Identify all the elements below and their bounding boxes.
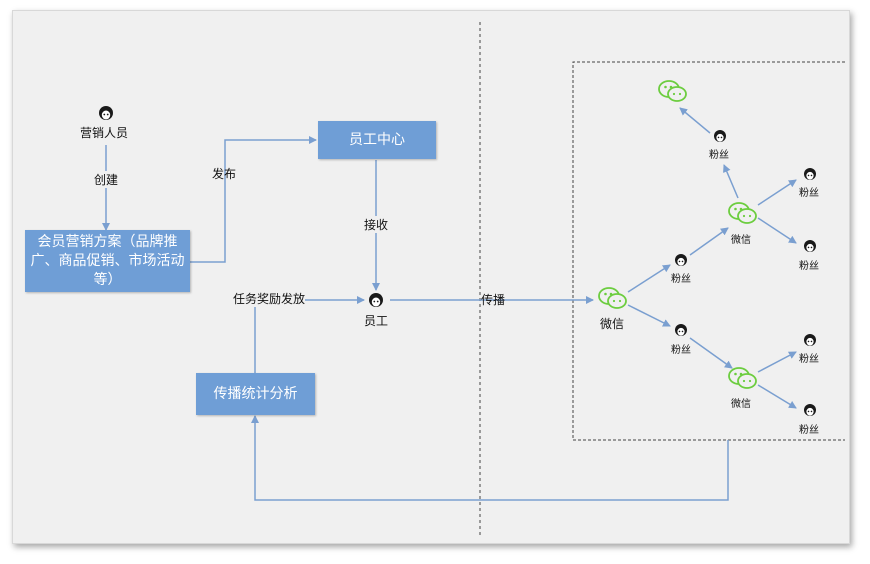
fan-g-label: 粉丝 (799, 425, 819, 436)
edge-label-publish: 发布 (212, 167, 237, 181)
staff-center-box: 员工中心 (318, 121, 436, 159)
plan-label: 会员营销方案（品牌推广、商品促销、市场活动等） (30, 233, 185, 288)
edge-wechat-fan-e (757, 217, 797, 244)
fan-c-label: 粉丝 (709, 150, 729, 161)
network-boundary (572, 61, 845, 441)
wechat-main-icon (598, 286, 628, 314)
edge-fan-b-wechat (689, 337, 733, 369)
stats-label: 传播统计分析 (213, 385, 298, 402)
fan-e-label: 粉丝 (799, 261, 819, 272)
wechat-main-label: 微信 (600, 317, 625, 331)
wechat-lower-label: 微信 (731, 399, 751, 410)
fan-b-label: 粉丝 (671, 345, 691, 356)
staff-center-label: 员工中心 (349, 131, 405, 148)
edge-wechat-fan-c (723, 164, 739, 199)
fan-a-label: 粉丝 (671, 274, 691, 285)
wechat-upper-label: 微信 (731, 235, 751, 246)
edge-label-create: 创建 (94, 171, 119, 188)
edge-fan-a-wechat (689, 227, 729, 256)
fan-d-label: 粉丝 (799, 188, 819, 199)
wechat-lower-icon (728, 366, 758, 394)
fan-f-person-icon (803, 332, 817, 351)
edge-wechat-fan-b (627, 304, 671, 327)
edge-publish (190, 136, 317, 263)
employee-label: 员工 (364, 314, 389, 328)
edge-label-spread: 传播 (481, 293, 506, 307)
fan-c-person-icon (713, 128, 727, 147)
edge-task-dispatch (254, 296, 365, 373)
edge-wechat-fan-d (757, 179, 797, 206)
fan-g-person-icon (803, 402, 817, 421)
edge-label-task-dispatch: 任务奖励发放 (233, 290, 306, 307)
marketer-label: 营销人员 (80, 126, 129, 140)
employee-person-icon (368, 292, 384, 312)
marketer-person-icon (98, 105, 114, 125)
wechat-top-icon (658, 79, 688, 107)
fan-e-person-icon (803, 238, 817, 257)
fan-d-person-icon (803, 166, 817, 185)
fan-f-label: 粉丝 (799, 354, 819, 365)
fan-b-person-icon (674, 322, 688, 341)
fan-a-person-icon (674, 252, 688, 271)
plan-box: 会员营销方案（品牌推广、商品促销、市场活动等） (25, 230, 190, 292)
edge-fan-c-wechat (679, 107, 711, 134)
edge-wechat-fan-f (757, 351, 797, 373)
edge-wechat-fan-a (627, 264, 671, 293)
edge-wechat-fan-g (757, 384, 797, 409)
wechat-upper-icon (728, 201, 758, 229)
edge-label-receive: 接收 (364, 216, 389, 233)
edge-feedback (251, 415, 729, 501)
stats-box: 传播统计分析 (196, 373, 315, 415)
